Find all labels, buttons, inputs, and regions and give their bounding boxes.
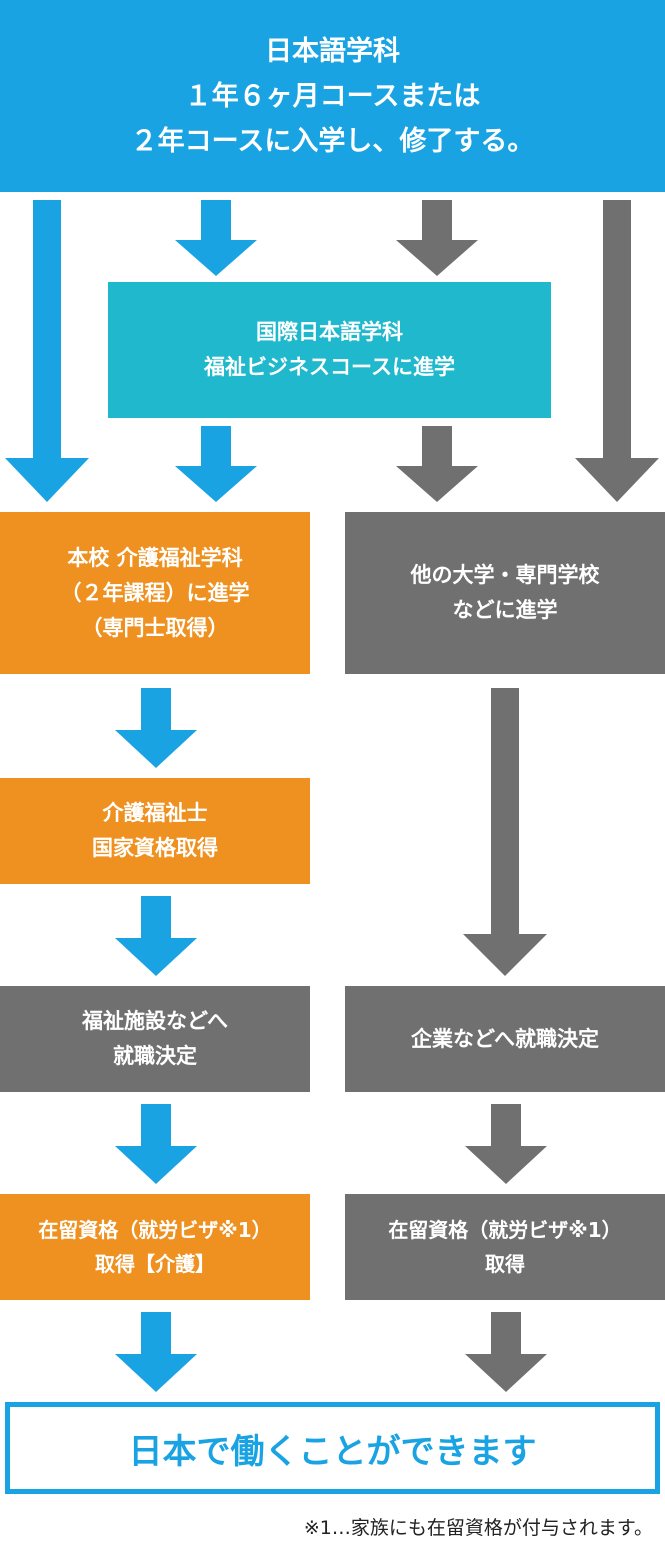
arrow-down-icon: [396, 426, 478, 502]
arrow-down-icon: [115, 1312, 197, 1392]
international-course-text: 国際日本語学科 福祉ビジネスコースに進学: [204, 320, 455, 379]
other-school-text: 他の大学・専門学校 などに進学: [410, 563, 600, 622]
arrow-down-icon: [175, 200, 257, 276]
arrow-down-icon: [575, 200, 659, 502]
company-employment-text: 企業などへ就職決定: [411, 1026, 599, 1051]
welfare-employment-box: 福祉施設などへ 就職決定: [0, 986, 310, 1092]
visa-general-text: 在留資格（就労ビザ※1） 取得: [388, 1218, 622, 1276]
visa-care-box: 在留資格（就労ビザ※1） 取得【介護】: [0, 1194, 310, 1300]
header-box: 日本語学科 １年６ヶ月コースまたは ２年コースに入学し、修了する。: [0, 0, 665, 192]
arrow-down-icon: [115, 1104, 197, 1184]
visa-care-text: 在留資格（就労ビザ※1） 取得【介護】: [38, 1218, 272, 1276]
welfare-employment-text: 福祉施設などへ 就職決定: [82, 1009, 228, 1068]
arrow-down-icon: [175, 426, 257, 502]
visa-general-box: 在留資格（就労ビザ※1） 取得: [345, 1194, 665, 1300]
care-worker-license-box: 介護福祉士 国家資格取得: [0, 778, 310, 884]
header-text: 日本語学科 １年６ヶ月コースまたは ２年コースに入学し、修了する。: [130, 35, 535, 157]
final-result-box: 日本で働くことができます: [5, 1402, 660, 1494]
final-result-text: 日本で働くことができます: [128, 1431, 537, 1472]
arrow-down-icon: [115, 896, 197, 976]
arrow-down-icon: [5, 200, 89, 502]
company-employment-box: 企業などへ就職決定: [345, 986, 665, 1092]
arrow-down-icon: [396, 200, 478, 276]
footnote: ※1…家族にも在留資格が付与されます。: [303, 1517, 653, 1539]
arrow-down-icon: [465, 1104, 547, 1184]
other-school-box: 他の大学・専門学校 などに進学: [345, 512, 665, 674]
arrow-down-icon: [463, 688, 547, 976]
care-department-text: 本校 介護福祉学科 （２年課程）に進学 （専門士取得）: [60, 545, 250, 640]
care-department-box: 本校 介護福祉学科 （２年課程）に進学 （専門士取得）: [0, 512, 310, 674]
care-worker-license-text: 介護福祉士 国家資格取得: [92, 801, 218, 860]
arrow-down-icon: [465, 1312, 547, 1392]
international-course-box: 国際日本語学科 福祉ビジネスコースに進学: [108, 282, 551, 418]
arrow-down-icon: [115, 688, 197, 768]
